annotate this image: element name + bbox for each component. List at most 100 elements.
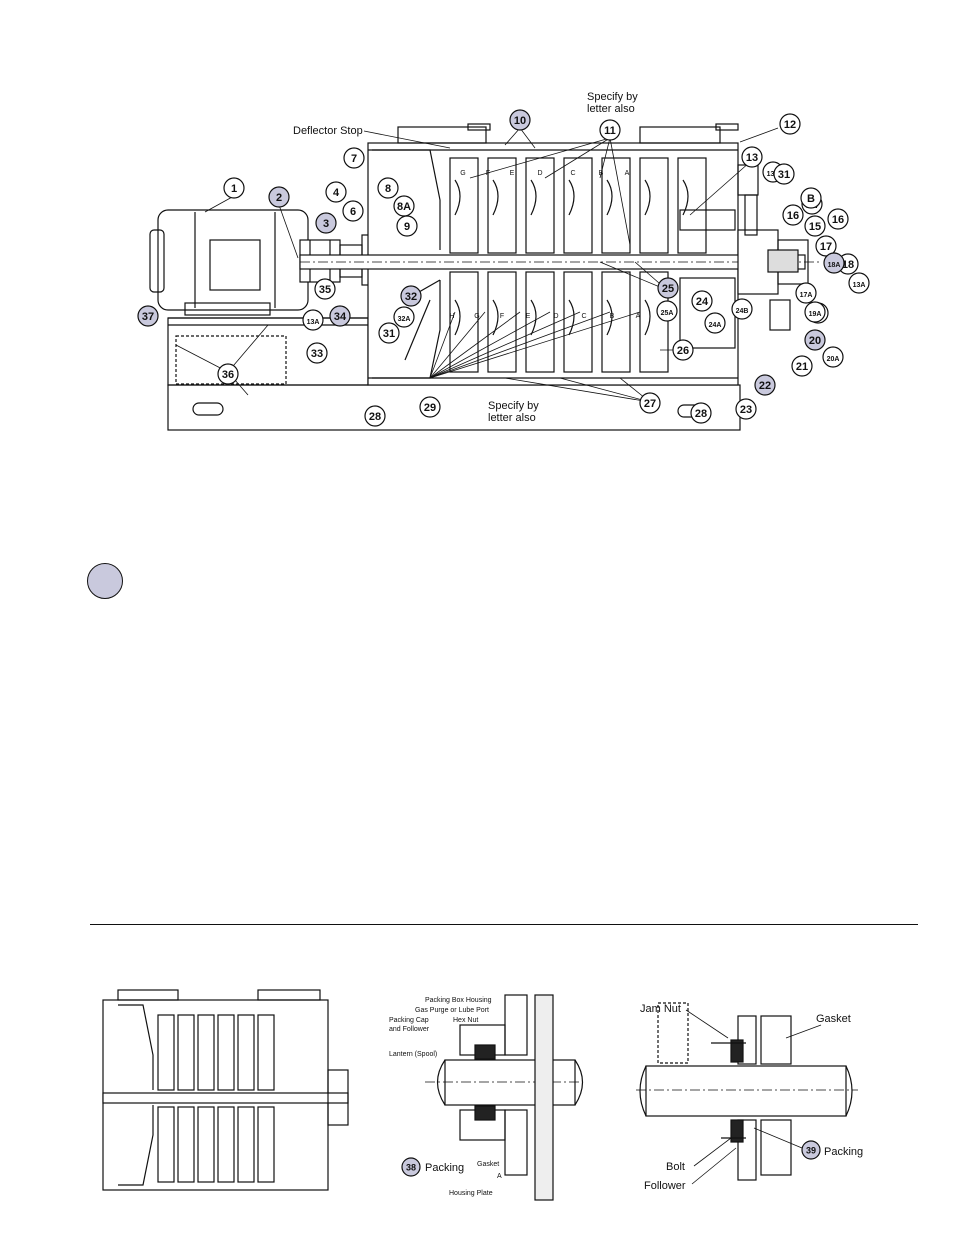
specify-top-line1: Specify by [587,91,638,103]
stage-letter-top-a: A [625,170,630,177]
stage-letter-bottom-b: B [610,313,615,320]
callout-19a-24: 19A [804,301,826,323]
callout-b-50: B [800,187,822,209]
callout-number: 13A [767,171,780,178]
callout-number: 33 [311,348,323,360]
callout-1-0: 1 [223,177,245,199]
callout-number: 27 [644,398,656,410]
callout-number: 21 [796,361,808,373]
callout-36-47: 36 [217,363,239,385]
impellers-bottom [449,271,669,373]
callout-number: 37 [142,311,154,323]
and-follower-label: and Follower [389,1026,430,1033]
callout-11-10: 11 [599,119,621,141]
bolt-label: Bolt [666,1161,685,1173]
callout-number: 24A [709,322,722,329]
callout-number: 31 [778,169,790,181]
callout-number: 11 [604,125,616,137]
hex-nut-label: Hex Nut [453,1017,478,1024]
callout-number: 15 [809,221,821,233]
packing-box-detail: Packing Box Housing Gas Purge or Lube Po… [389,994,584,1201]
packing-label-38: Packing [425,1162,464,1174]
callout-number: 31 [383,328,395,340]
callout-17-18: 17 [815,235,837,257]
motor-stand [167,317,369,386]
callout-21-27: 21 [791,355,813,377]
highlight-marker-circle [87,563,123,599]
section-divider [90,924,918,925]
callout-number: 35 [319,284,331,296]
callout-number: 32 [405,291,417,303]
callout-28-38: 28 [690,402,712,424]
stage-letter-bottom-e: E [526,313,531,320]
callout-number: 9 [404,221,410,233]
callout-20a-26: 20A [822,346,844,368]
housing-plate-label: Housing Plate [449,1190,493,1197]
callout-3-2: 3 [315,212,337,234]
callout-37-48: 37 [137,305,159,327]
callout-number: 25A [661,310,674,317]
callout-number: 19A [809,311,822,318]
callout-13a-22: 13A [848,272,870,294]
callout-25-33: 25 [657,277,679,299]
callout-23-29: 23 [735,398,757,420]
callout-8a-7: 8A [393,195,415,217]
callout-number: 6 [350,206,356,218]
callout-number: 36 [222,369,234,381]
stage-letter-top-g: G [460,170,465,177]
callout-number: 24B [736,308,749,315]
callout-32-42: 32 [400,285,422,307]
main-cutaway-diagram: G F E D C B A H G F E D C B A Deflector … [137,91,870,431]
callout-number: 8A [397,201,411,213]
stage-letter-bottom-f: F [500,313,504,320]
callout-31-40: 31 [773,163,795,185]
callout-number: 16 [832,214,844,226]
callout-17a-19: 17A [795,282,817,304]
specify-top-line2: letter also [587,103,635,115]
callout-number: 18 [842,259,854,271]
callout-9-8: 9 [396,215,418,237]
callout-number: 13A [307,319,320,326]
callout-number: 25 [662,283,674,295]
stage-letter-top-d: D [537,170,542,177]
callout-number: 34 [334,311,347,323]
callout-12-11: 12 [779,113,801,135]
callout-18a-21: 18A [823,252,845,274]
stage-letter-bottom-g: G [474,313,479,320]
callout-22-28: 22 [754,374,776,396]
callout-number: 29 [424,402,436,414]
callout-number: 12 [784,119,796,131]
callout-8-6: 8 [377,177,399,199]
specify-bottom-line2: letter also [488,412,536,424]
callout-number: 22 [759,380,771,392]
callout-number: 8 [385,183,391,195]
callout-number: 26 [677,345,689,357]
stage-letter-bottom-h: H [449,313,454,320]
callout-38: 38 [406,1163,416,1173]
callout-number: 32A [398,316,411,323]
callout-number: 13 [746,152,758,164]
callout-4-3: 4 [325,181,347,203]
callout-number: 20 [809,335,821,347]
callout-13a-49: 13A [302,309,324,331]
callout-number: 16 [787,210,799,222]
callout-39: 39 [806,1146,816,1156]
callout-number: 23 [740,404,752,416]
callout-15-15: 15 [804,215,826,237]
callout-number: 7 [351,153,357,165]
callout-number: 20A [827,356,840,363]
motor [157,209,309,311]
callout-number: 17 [820,241,832,253]
stage-letter-top-c: C [570,170,575,177]
callout-number: 2 [276,192,282,204]
stage-letter-top-f: F [486,170,490,177]
deflector-stop-label: Deflector Stop [293,125,363,137]
callout-10-9: 10 [509,109,531,131]
packing-cap-label: Packing Cap [389,1017,429,1024]
gasket-label: Gasket [477,1161,499,1168]
callout-35-46: 35 [314,278,336,300]
jam-nut-label: Jam Nut [640,1003,681,1015]
packing-box-housing-label: Packing Box Housing [425,997,492,1004]
gasket-label-right: Gasket [816,1013,851,1025]
callout-number: 18A [828,262,841,269]
